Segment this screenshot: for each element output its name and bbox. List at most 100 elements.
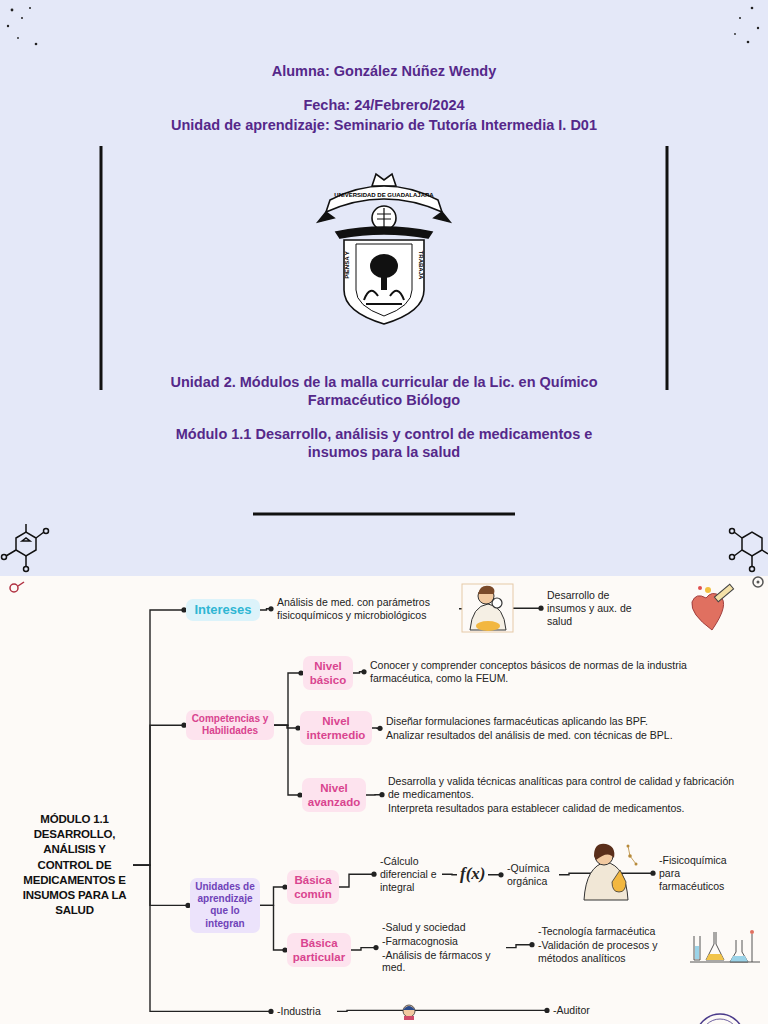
heart-illustration [692,584,734,630]
shape-circle [35,43,38,46]
shape-rect [404,1016,414,1020]
connector-dot [361,669,366,674]
node-text: Unidades de aprendizaje que lo integran [194,881,256,930]
shape-circle [403,1005,415,1017]
node-text: -Análisis de fármacos y med. [382,949,502,975]
node-text: Desarrollo de insumos y aux. de salud [547,589,651,627]
root-topic: MÓDULO 1.1 DESARROLLO, ANÁLISIS Y CONTRO… [16,809,133,921]
shape-path [377,208,391,228]
connector-dot [371,872,376,877]
branch-pill: Intereses [186,599,260,621]
node-text: -Tecnología farmacéutica [538,925,676,938]
connector-dot [377,726,382,731]
shape-path [690,962,760,963]
shape-circle [492,598,502,608]
bracket-connector [133,865,273,1011]
shape-path [730,940,748,962]
shape-path [403,1006,415,1010]
shape-circle [44,529,49,534]
leaf-text: Desarrollo de insumos y aux. de salud [543,586,655,630]
shape-circle [739,17,741,19]
shape-path [372,174,396,186]
bracket-connector [260,887,287,905]
shape-path [6,524,44,566]
leaf-text: Desarrolla y valida técnicas analíticas … [384,772,740,817]
node-text: Básica común [291,873,335,901]
shape-circle [750,567,755,572]
university-crest [318,174,450,324]
shape-polygon [22,538,30,541]
shape-ellipse [476,621,500,631]
shape-path [470,604,506,630]
node-text: -Química orgánica [507,862,555,888]
shape-path [594,844,614,860]
bracket-connector [260,905,287,950]
connector-dot [379,792,384,797]
shape-circle [696,1014,744,1024]
shape-circle [750,930,754,934]
node-text: -Farmacognosia [382,935,502,948]
shape-rect [462,584,513,632]
node-text: -Cálculo diferencial e integral [380,855,438,893]
connector-dot [650,871,655,876]
shape-path [318,212,334,222]
leaf-text: -Tecnología farmacéutica-Validación de p… [534,922,680,967]
shape-circle [730,529,735,534]
node-text: Diseñar formulaciones farmacéuticas apli… [386,715,708,728]
shape-rect [695,946,699,959]
node-text: Interpreta resultados para establecer ca… [388,802,736,815]
shape-path [730,956,748,962]
bottom-icons [403,1005,744,1024]
node-text: -Salud y sociedad [382,921,502,934]
shape-path [734,532,768,566]
connector-dot [538,606,543,611]
shape-path [752,934,753,962]
bracket-connector [133,725,186,865]
node-text: MÓDULO 1.1 DESARROLLO, ANÁLISIS Y CONTRO… [20,812,129,918]
shape-circle [734,33,736,35]
bracket-connector [274,673,303,725]
frame-line [666,146,669,390]
shape-circle [21,17,23,19]
leaf-text: Análisis de med. con parámetros fisicoqu… [273,593,459,625]
module-heading: Módulo 1.1 Desarrollo, análisis y contro… [150,425,618,461]
level-pill: Nivel intermedio [300,711,372,745]
bracket-connector [274,725,302,795]
leaf-text: -Auditor [549,1001,613,1020]
molecule-icon [2,524,768,592]
level-pill: Nivel avanzado [302,778,366,812]
shape-path [694,936,700,960]
shape-rect [381,276,387,290]
node-text: -Auditor [553,1004,609,1017]
node-text: Nivel intermedio [304,714,368,742]
connector-dot [268,1009,273,1014]
shape-path [434,212,450,222]
leaf-text: -Industria [273,1002,337,1021]
shape-rect [714,584,733,601]
shape-circle [7,25,9,27]
node-text: Conocer y comprender conceptos básicos d… [370,659,740,685]
level-pill: Básica común [287,870,339,904]
shape-circle [753,577,763,587]
connector-dot [498,872,503,877]
node-text: Básica particular [291,936,347,964]
corner-dots [7,7,759,46]
shape-circle [17,37,19,39]
shape-path [356,244,412,316]
level-pill: Básica particular [287,933,351,967]
shape-circle [705,587,711,593]
shape-path [612,870,626,892]
shape-path [18,582,24,586]
shape-circle [730,555,735,560]
shape-path [478,586,495,594]
shape-circle [10,584,18,592]
bracket-connector [339,874,376,887]
shape-path [706,954,724,960]
level-pill: Nivel básico [303,656,353,690]
shape-ellipse [370,254,398,278]
node-text: Desarrolla y valida técnicas analíticas … [388,775,736,801]
leaf-text: -Salud y sociedad-Farmacognosia-Análisis… [378,918,506,977]
scientist-illustration [584,844,638,900]
connector-dot [529,942,534,947]
bracket-connector [133,610,186,865]
